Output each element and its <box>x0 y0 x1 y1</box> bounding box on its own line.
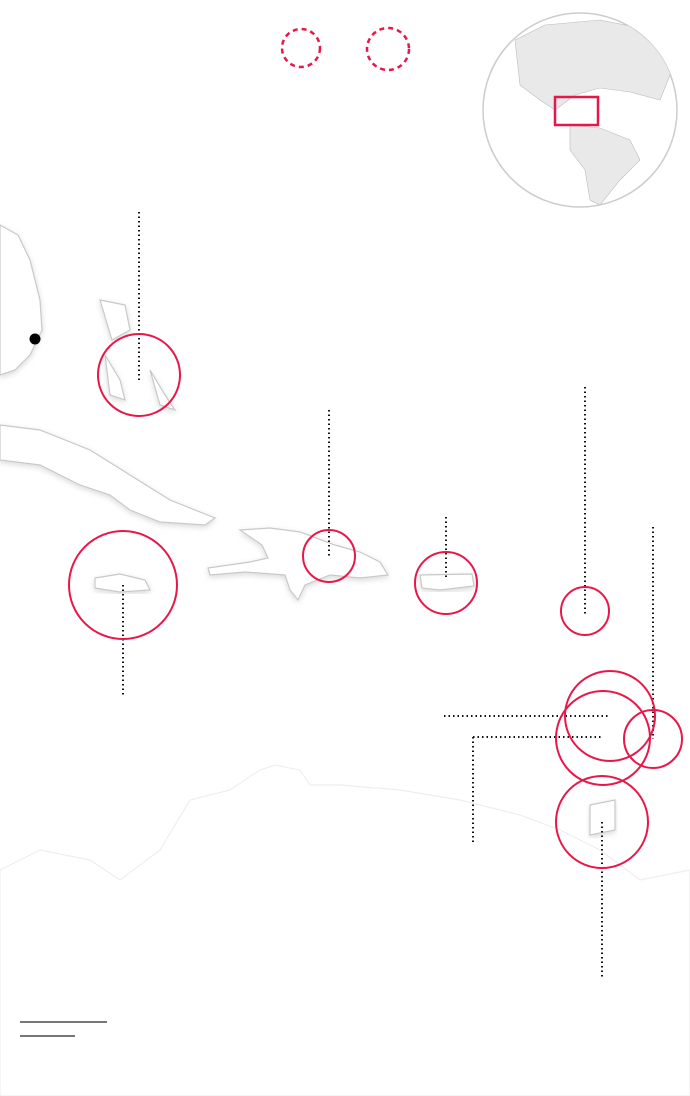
marker-trinidad <box>555 775 649 869</box>
marker-jamaica <box>68 530 178 640</box>
florida <box>0 224 43 376</box>
hispaniola <box>207 527 390 602</box>
miami-dot <box>29 333 41 345</box>
south-america <box>0 764 690 1096</box>
puerto-rico <box>419 573 475 591</box>
land <box>0 224 690 1096</box>
cuba <box>0 424 217 526</box>
locator-box <box>553 95 600 127</box>
locator-globe <box>482 12 678 208</box>
marker-barbados <box>623 709 683 769</box>
legend-circle-small <box>280 27 322 69</box>
marker-antigua <box>560 586 610 636</box>
leader-lines <box>122 212 654 978</box>
marker-st-vincent <box>555 690 651 786</box>
marker-bahamas <box>97 333 181 417</box>
marker-st-lucia <box>564 670 656 762</box>
trinidad <box>589 799 616 836</box>
marker-puerto-rico <box>414 551 478 615</box>
legend-circle-large <box>365 26 411 72</box>
marker-dominican-republic <box>302 529 356 583</box>
bahamas-islands <box>99 299 177 412</box>
jamaica <box>94 573 151 593</box>
